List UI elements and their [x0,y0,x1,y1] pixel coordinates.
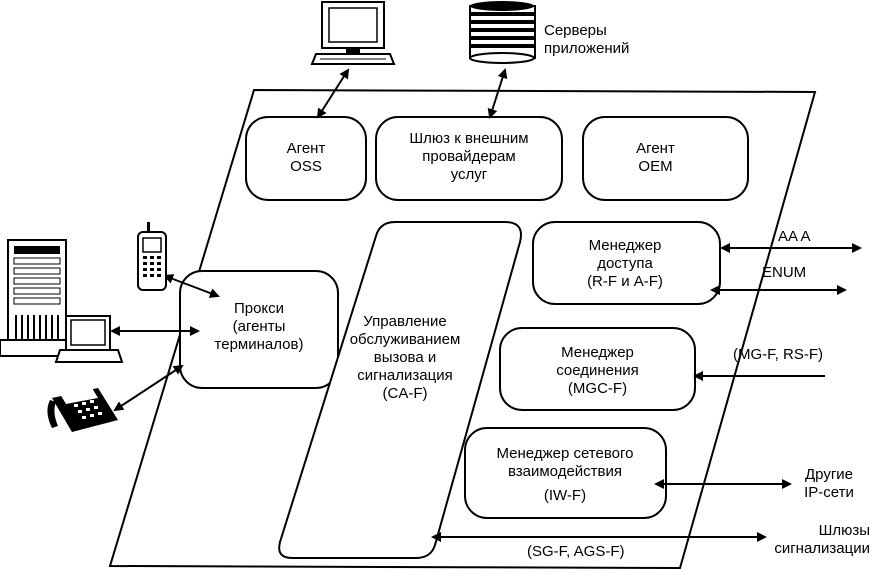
call-control-box [278,221,522,559]
arrow-gateway-servers [487,68,508,119]
arrow-proxy-mobile [163,274,220,298]
connection-manager-box [499,327,696,411]
arrow-oss-monitor [316,68,350,119]
monitor-icon [310,1,396,65]
gateway-box [375,116,563,201]
access-manager-box [532,221,721,305]
aaa-label: AA A [778,228,811,245]
agent-oem-box [582,116,749,201]
workstation-icon [0,239,124,363]
mobile-phone-icon [137,222,167,291]
database-icon [469,1,536,64]
sg-ags-label: (SG-F, AGS-F) [527,543,625,560]
desk-phone-icon [47,388,118,432]
interworking-manager-box [464,427,667,519]
agent-oss-box [245,116,367,201]
enum-label: ENUM [762,264,807,281]
arrow-proxy-phone [113,364,184,412]
mg-rs-label: (MG-F, RS-F) [733,346,823,363]
